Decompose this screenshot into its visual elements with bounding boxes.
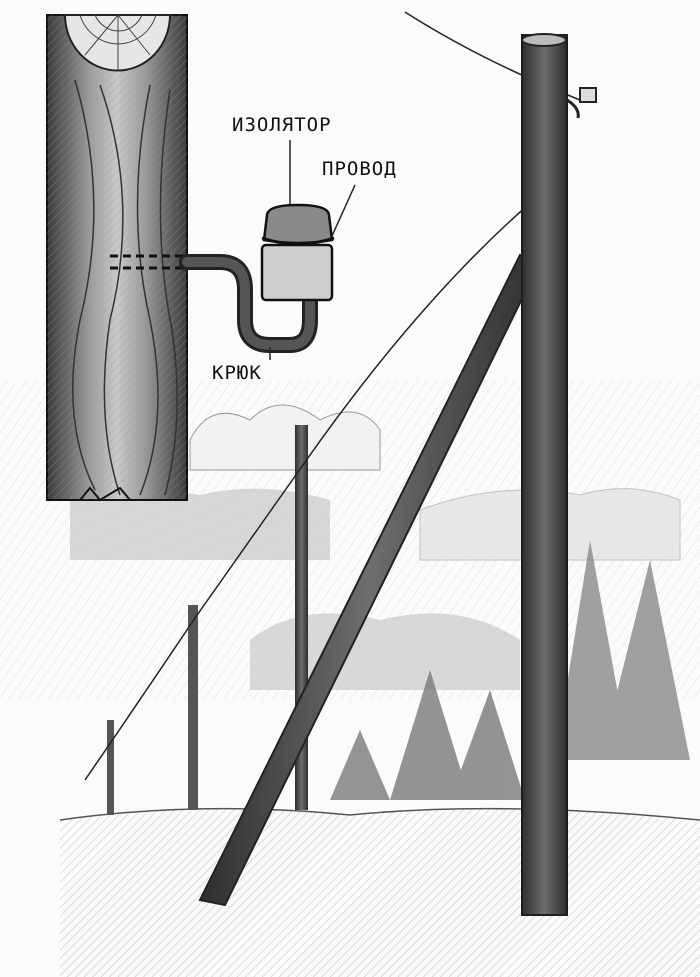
inset-hook — [179, 254, 318, 353]
main-pole — [521, 33, 597, 916]
label-hook: КРЮК — [212, 362, 262, 384]
label-insulator: ИЗОЛЯТОР — [232, 114, 332, 136]
ground — [59, 807, 700, 977]
trees — [330, 540, 690, 800]
label-wire: ПРОВОД — [322, 158, 397, 180]
inset-insulator — [260, 140, 356, 360]
inset-wood-cross-section — [46, 14, 188, 502]
